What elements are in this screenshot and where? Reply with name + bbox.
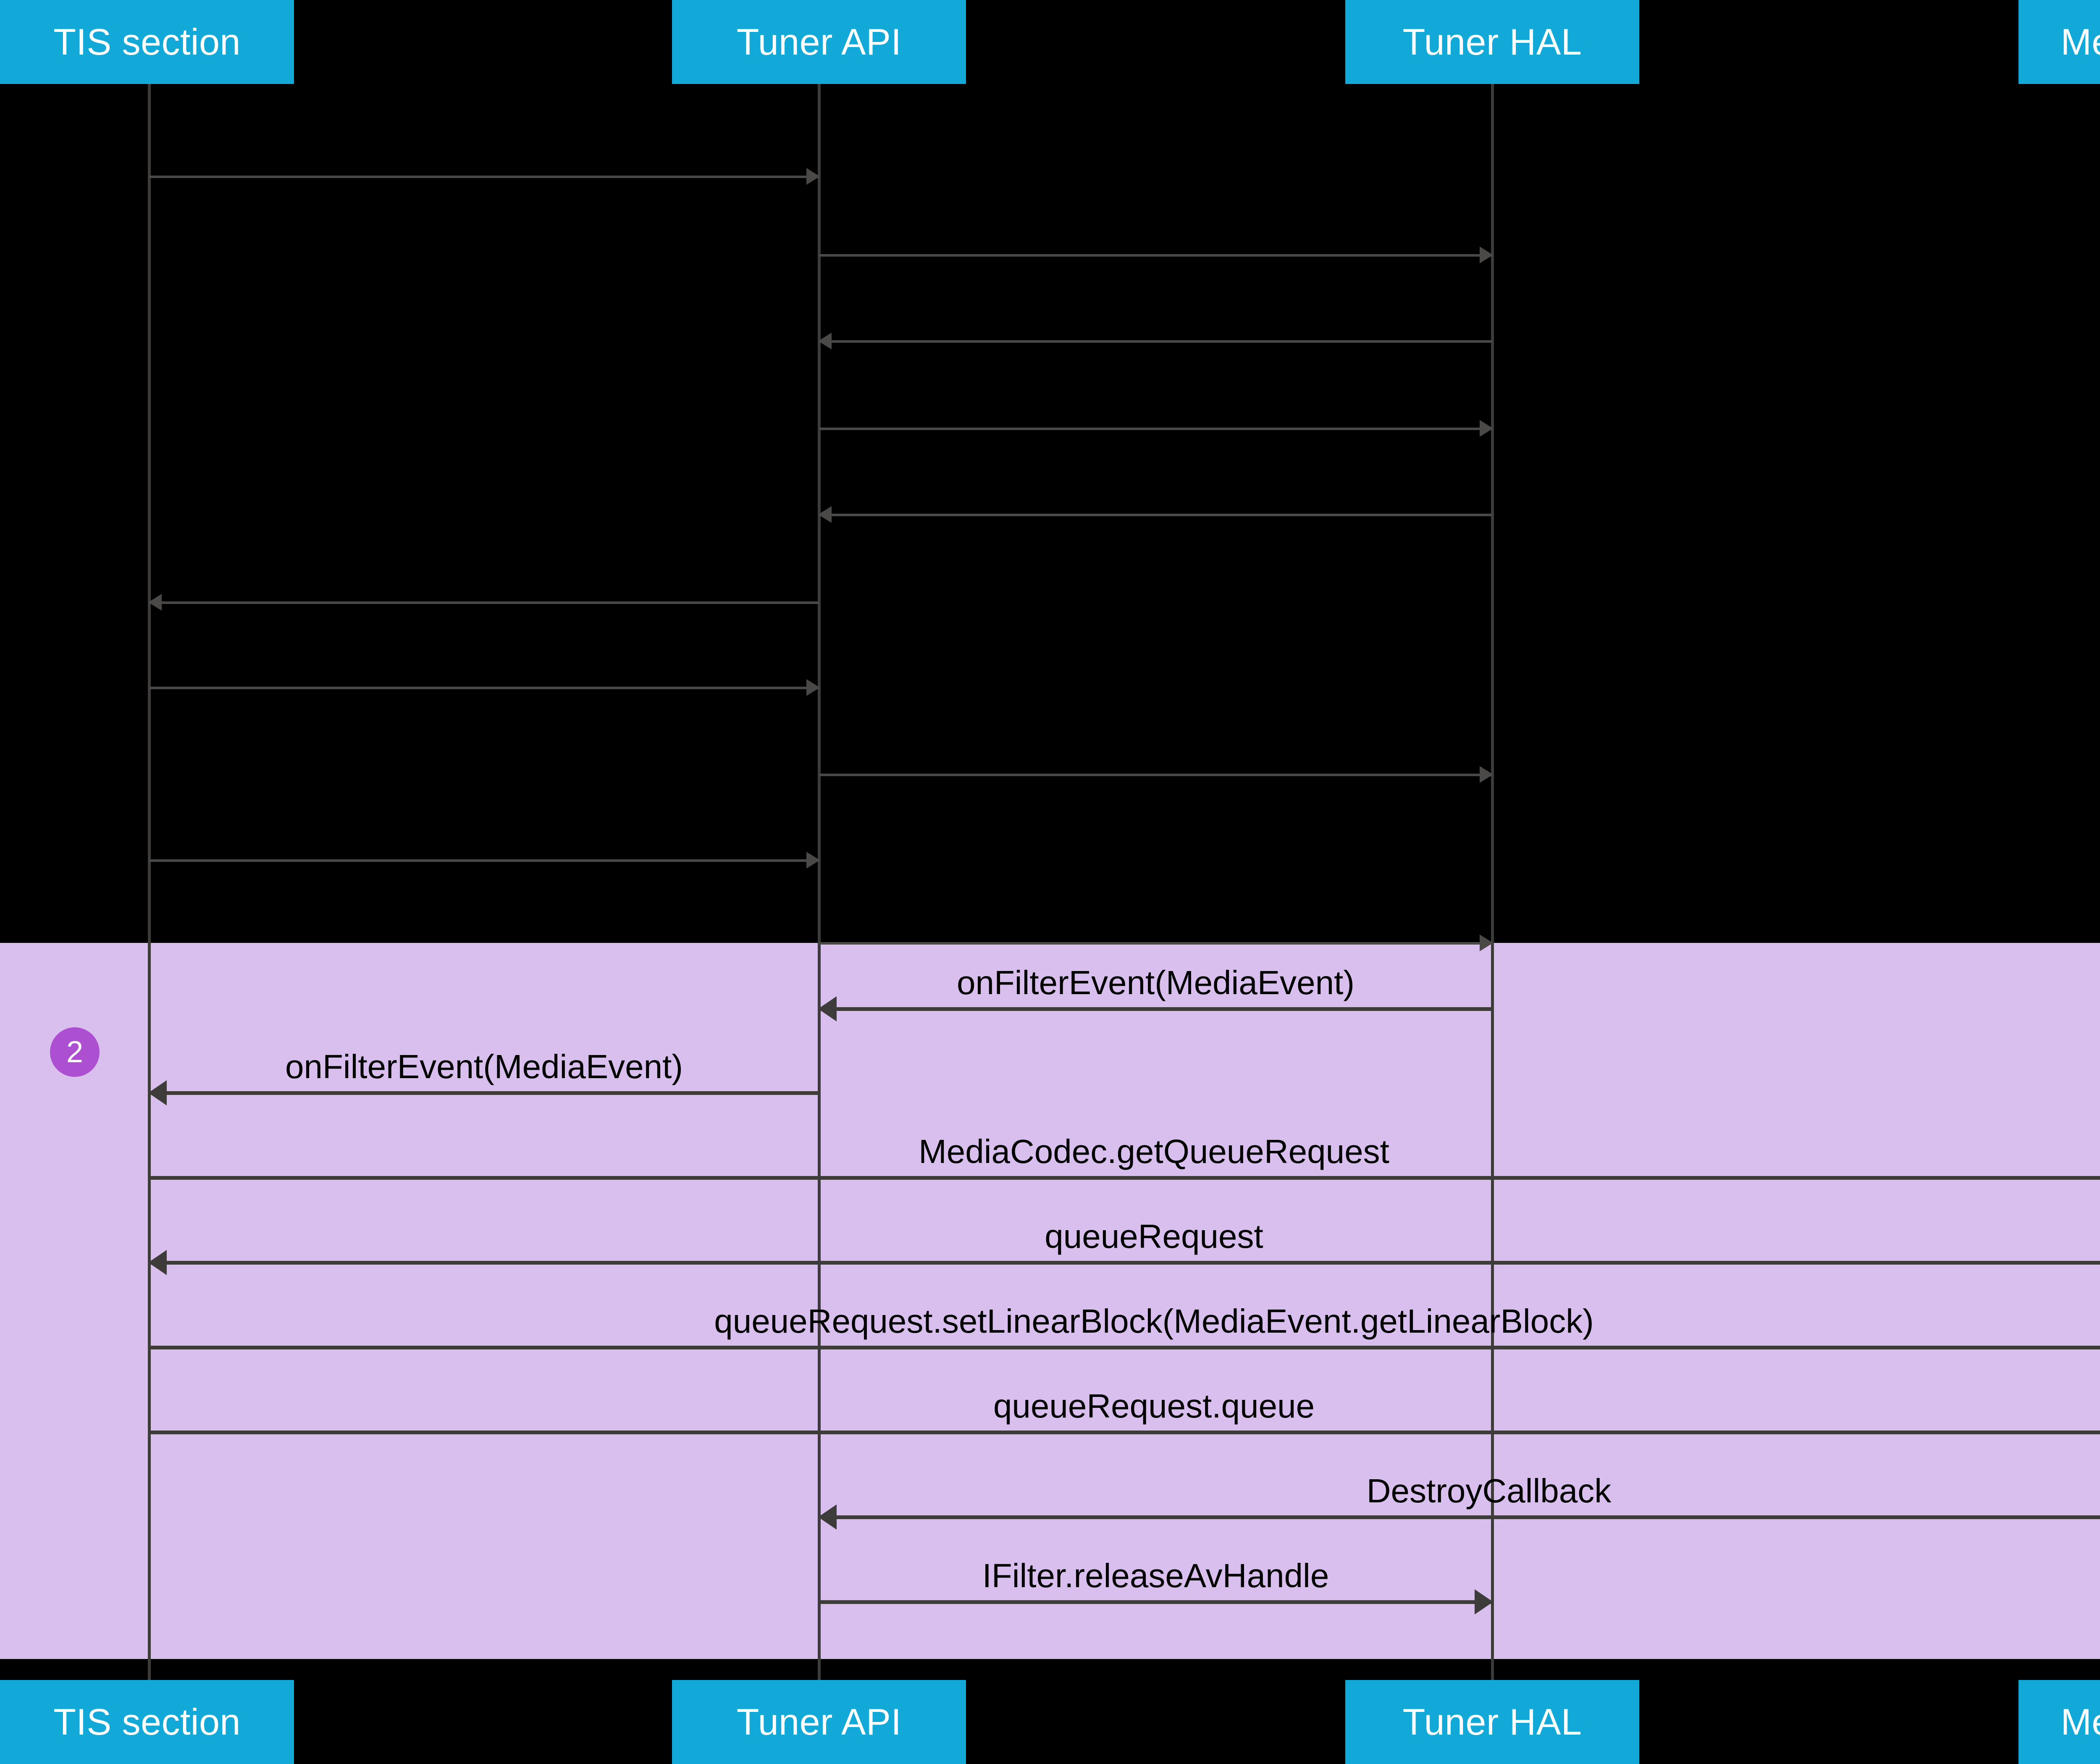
message-label: DestroyCallback <box>1366 1472 1612 1509</box>
message-line <box>149 1431 2100 1434</box>
participant-label: Tuner API <box>736 1701 902 1743</box>
message-line <box>819 1007 1492 1011</box>
message-label: onFilterEvent(MediaEvent) <box>285 1048 683 1085</box>
participant-label: MediaCodec <box>2061 21 2100 63</box>
message-line <box>149 687 819 689</box>
message-label: queueRequest.queue <box>993 1387 1315 1425</box>
arrowhead-icon <box>806 852 820 869</box>
participant-footer-tuner-hal[interactable]: Tuner HAL <box>1345 1680 1639 1764</box>
message-line <box>149 859 819 862</box>
highlight-fragment <box>0 943 2100 1659</box>
message-line <box>149 1091 819 1095</box>
participant-footer-tuner-api[interactable]: Tuner API <box>672 1680 966 1764</box>
arrowhead-icon <box>1480 934 1493 951</box>
arrowhead-icon <box>148 1250 167 1275</box>
step-badge-2: 2 <box>50 1027 100 1077</box>
participant-label: Tuner HAL <box>1402 1701 1582 1743</box>
message-line <box>149 1346 2100 1349</box>
message-line <box>819 1600 1492 1604</box>
message-line <box>819 942 1492 945</box>
arrowhead-icon <box>806 168 820 185</box>
participant-header-tuner-hal[interactable]: Tuner HAL <box>1345 0 1639 84</box>
message-line <box>819 774 1492 776</box>
message-line <box>819 514 1492 516</box>
arrowhead-icon <box>806 679 820 696</box>
message-line <box>819 1515 2100 1519</box>
participant-header-tuner-api[interactable]: Tuner API <box>672 0 966 84</box>
message-label: IFilter.releaseAvHandle <box>982 1557 1329 1594</box>
message-label: queueRequest.setLinearBlock(MediaEvent.g… <box>714 1302 1594 1340</box>
arrowhead-icon <box>1480 247 1493 263</box>
lifeline-tuner_hal <box>1491 84 1494 1680</box>
arrowhead-icon <box>818 996 837 1021</box>
arrowhead-icon <box>1475 1589 1493 1614</box>
participant-label: Tuner HAL <box>1402 21 1582 63</box>
arrowhead-icon <box>818 1504 837 1530</box>
message-label: MediaCodec.getQueueRequest <box>919 1133 1389 1170</box>
participant-header-tis-section[interactable]: TIS section <box>0 0 294 84</box>
participant-header-mediacodec[interactable]: MediaCodec <box>2019 0 2100 84</box>
participant-label: MediaCodec <box>2061 1701 2100 1743</box>
lifeline-tis <box>148 84 151 1680</box>
arrowhead-icon <box>148 1080 167 1105</box>
participant-footer-tis-section[interactable]: TIS section <box>0 1680 294 1764</box>
participant-label: Tuner API <box>736 21 902 63</box>
arrowhead-icon <box>1480 766 1493 783</box>
message-line <box>149 176 819 178</box>
arrowhead-icon <box>1480 420 1493 437</box>
participant-footer-mediacodec[interactable]: MediaCodec <box>2019 1680 2100 1764</box>
lifeline-tuner_api <box>818 84 821 1680</box>
message-line <box>149 1176 2100 1180</box>
arrowhead-icon <box>148 594 162 611</box>
arrowhead-icon <box>818 506 832 523</box>
message-line <box>149 1261 2100 1265</box>
message-line <box>819 254 1492 257</box>
message-label: onFilterEvent(MediaEvent) <box>956 964 1355 1001</box>
message-line <box>819 428 1492 430</box>
participant-label: TIS section <box>53 1701 241 1743</box>
message-line <box>149 601 819 604</box>
message-label: queueRequest <box>1045 1218 1263 1255</box>
arrowhead-icon <box>818 333 832 349</box>
participant-label: TIS section <box>53 21 241 63</box>
message-line <box>819 340 1492 343</box>
